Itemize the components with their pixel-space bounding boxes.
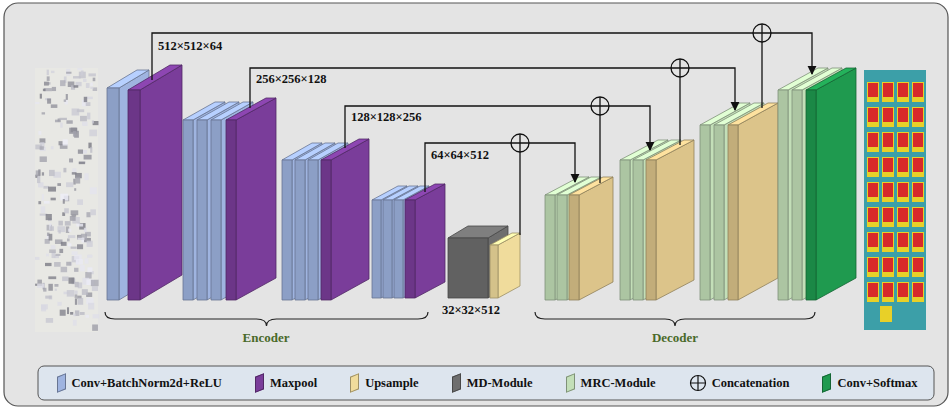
legend-text: Maxpool — [270, 376, 317, 391]
legend-swatch — [452, 373, 461, 393]
dimension-label: 128×128×256 — [351, 110, 422, 125]
legend-item: Concatenation — [689, 374, 790, 392]
legend-item: MRC-Module — [566, 375, 656, 391]
legend-item: Upsample — [350, 375, 418, 391]
legend-swatch — [566, 373, 575, 393]
dimension-label: 64×64×512 — [431, 148, 489, 163]
legend-text: Upsample — [365, 376, 418, 391]
legend-box — [38, 366, 934, 400]
dimension-label: 512×512×64 — [158, 39, 222, 54]
legend-item: MD-Module — [452, 375, 533, 391]
legend-item: Conv+Softmax — [822, 375, 917, 391]
legend: Conv+BatchNorm2d+ReLU Maxpool Upsample MD-M… — [40, 368, 934, 398]
legend-swatch — [822, 373, 831, 393]
output-image — [864, 70, 926, 330]
legend-swatch — [350, 373, 359, 393]
legend-text: MRC-Module — [581, 376, 656, 391]
legend-text: MD-Module — [467, 376, 533, 391]
legend-swatch — [255, 373, 264, 393]
layer-blocks — [107, 65, 856, 300]
skip-connections — [152, 24, 812, 235]
dimension-label: 32×32×512 — [442, 303, 500, 318]
concat-symbol — [689, 374, 707, 392]
background-panel — [4, 3, 948, 406]
decoder-brace — [535, 312, 815, 326]
input-image — [35, 68, 99, 332]
section-label: Decoder — [652, 330, 698, 346]
legend-swatch — [57, 373, 66, 393]
dimension-label: 256×256×128 — [256, 72, 327, 87]
legend-text: Conv+Softmax — [837, 376, 917, 391]
legend-item: Maxpool — [255, 375, 317, 391]
legend-text: Concatenation — [712, 376, 790, 391]
legend-item: Conv+BatchNorm2d+ReLU — [57, 375, 222, 391]
section-label: Encoder — [243, 330, 290, 346]
legend-text: Conv+BatchNorm2d+ReLU — [72, 376, 222, 391]
encoder-brace — [105, 312, 428, 326]
